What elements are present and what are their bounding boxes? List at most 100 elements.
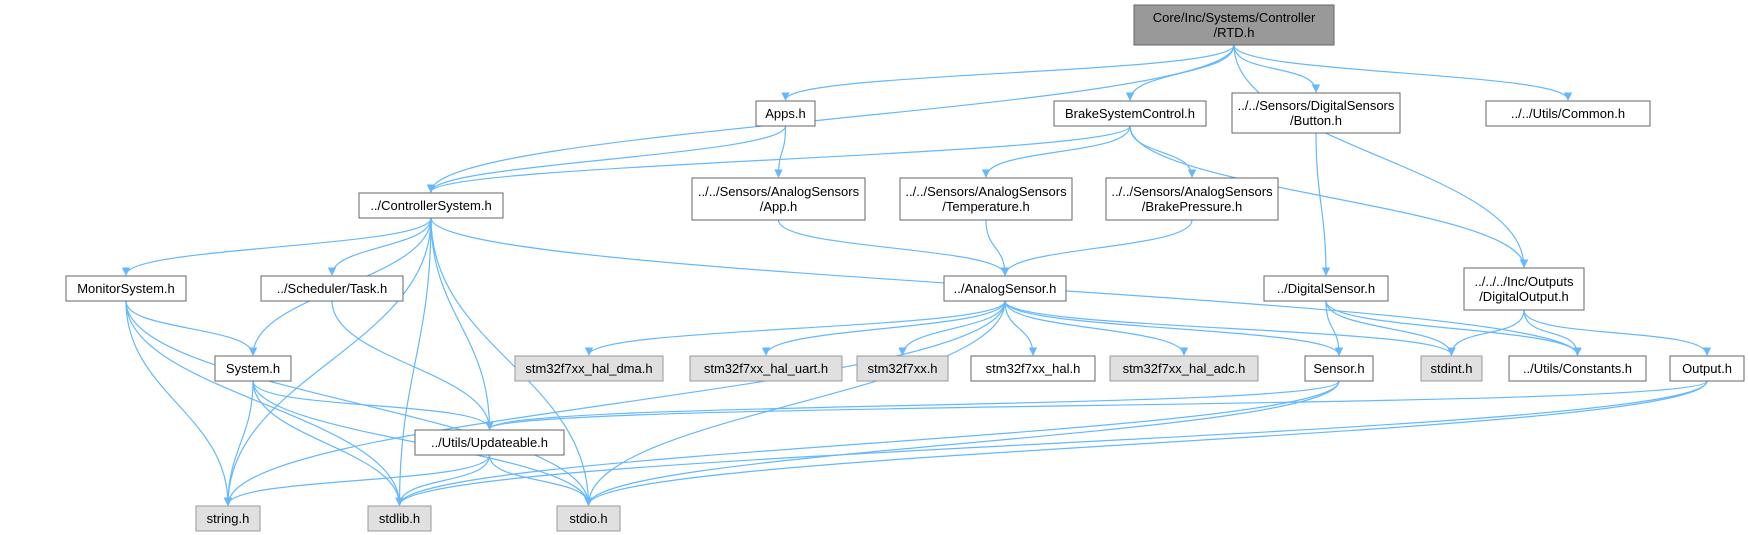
node-label: ../../Sensors/DigitalSensors [1238,98,1395,113]
node-label: ../Utils/Constants.h [1523,361,1632,376]
node-label: stm32f7xx_hal_dma.h [525,361,652,376]
edges-layer [121,44,1712,506]
node-label: stdint.h [1431,361,1473,376]
node-system[interactable]: System.h [214,355,292,382]
edge-brake_pressure-to-analog_sensor [1000,219,1193,276]
node-label: ../../Sensors/AnalogSensors [1111,184,1273,199]
node-hal_adc[interactable]: stm32f7xx_hal_adc.h [1109,355,1259,382]
edge-digital_output-to-output [1523,309,1712,356]
node-box [1231,92,1401,134]
node-rtd[interactable]: Core/Inc/Systems/Controller/RTD.h [1133,4,1335,46]
node-hal_dma[interactable]: stm32f7xx_hal_dma.h [514,355,664,382]
edge-analog_sensor-to-stm32f7xx [898,300,1006,356]
edge-digital_sensor-to-constants [1325,300,1582,356]
node-label: stm32f7xx.h [867,361,937,376]
edge-apps-to-controller_sys [426,125,787,193]
node-box [755,100,816,127]
node-box [899,177,1073,221]
edge-rtd-to-controller_sys [426,44,1235,193]
edge-controller_sys-to-stdio [430,217,593,506]
node-output[interactable]: Output.h [1669,355,1745,382]
node-brake_ctrl[interactable]: BrakeSystemControl.h [1053,100,1207,127]
node-hal_uart[interactable]: stm32f7xx_hal_uart.h [689,355,843,382]
node-stdio[interactable]: stdio.h [556,505,621,532]
node-box [856,355,949,382]
node-label: /App.h [760,199,798,214]
node-box [1669,355,1745,382]
edge-brake_ctrl-to-brake_pressure [1129,125,1197,178]
node-digital_sensor[interactable]: ../DigitalSensor.h [1263,275,1389,302]
node-sensor[interactable]: Sensor.h [1304,355,1374,382]
node-common[interactable]: ../../Utils/Common.h [1485,100,1651,127]
node-analog_sensor[interactable]: ../AnalogSensor.h [943,275,1067,302]
node-controller_sys[interactable]: ../ControllerSystem.h [358,192,504,219]
edge-system-to-updateable [252,380,494,430]
node-constants[interactable]: ../Utils/Constants.h [1508,355,1647,382]
node-label: Output.h [1682,361,1732,376]
edge-analog_sensor-to-stdint [1004,300,1456,356]
node-label: stm32f7xx_hal_adc.h [1123,361,1246,376]
node-box [414,429,565,456]
node-updateable[interactable]: ../Utils/Updateable.h [414,429,565,456]
edge-updateable-to-stdio [488,454,593,506]
node-label: ../../../Inc/Outputs [1475,274,1574,289]
node-box [195,505,261,532]
node-box [1109,355,1259,382]
edge-rtd-to-button [1233,44,1321,93]
node-label: Core/Inc/Systems/Controller [1153,10,1316,25]
node-stm32f7xx[interactable]: stm32f7xx.h [856,355,949,382]
node-label: stm32f7xx_hal.h [986,361,1081,376]
node-stdlib[interactable]: stdlib.h [367,505,432,532]
node-stm32f7xx_hal[interactable]: stm32f7xx_hal.h [970,355,1096,382]
edge-monitor_sys-to-string [125,300,233,506]
edge-brake_ctrl-to-controller_sys [426,125,1131,193]
node-label: /Button.h [1290,113,1342,128]
node-box [1053,100,1207,127]
edge-rtd-to-common [1233,44,1573,101]
node-label: stdlib.h [379,511,420,526]
node-label: Sensor.h [1313,361,1364,376]
node-stdint[interactable]: stdint.h [1420,355,1483,382]
node-box [1485,100,1651,127]
node-box [514,355,664,382]
node-box [689,355,843,382]
edge-sensor-to-stdlib [395,380,1340,506]
node-box [1304,355,1374,382]
edge-analog_sensor-to-stdio [584,300,1006,506]
node-temperature[interactable]: ../../Sensors/AnalogSensors/Temperature.… [899,177,1073,221]
node-label: ../Scheduler/Task.h [277,281,388,296]
node-label: ../../Sensors/AnalogSensors [698,184,860,199]
node-string[interactable]: string.h [195,505,261,532]
edge-analog_sensor-to-hal_adc [1004,300,1189,356]
node-task[interactable]: ../Scheduler/Task.h [260,275,404,302]
node-apps[interactable]: Apps.h [755,100,816,127]
edge-controller_sys-to-updateable [430,217,494,430]
edge-analog_sensor-to-string [223,300,1006,506]
node-label: /BrakePressure.h [1142,199,1242,214]
node-app[interactable]: ../../Sensors/AnalogSensors/App.h [691,177,866,221]
node-box [358,192,504,219]
edge-digital_output-to-stdint [1447,309,1525,356]
edge-apps-to-app [774,125,787,178]
node-monitor_sys[interactable]: MonitorSystem.h [65,275,187,302]
node-digital_output[interactable]: ../../../Inc/Outputs/DigitalOutput.h [1463,267,1585,311]
node-label: /Temperature.h [942,199,1029,214]
node-box [1105,177,1279,221]
node-box [1508,355,1647,382]
node-label: BrakeSystemControl.h [1065,106,1195,121]
edge-brake_ctrl-to-temperature [981,125,1131,178]
edge-controller_sys-to-task [327,217,432,276]
node-button[interactable]: ../../Sensors/DigitalSensors/Button.h [1231,92,1401,134]
edge-sensor-to-stdio [584,380,1340,506]
node-label: System.h [226,361,280,376]
edge-rtd-to-digital_output [1233,44,1529,268]
node-label: ../DigitalSensor.h [1277,281,1375,296]
node-brake_pressure[interactable]: ../../Sensors/AnalogSensors/BrakePressur… [1105,177,1279,221]
node-label: MonitorSystem.h [77,281,175,296]
node-box [970,355,1096,382]
edge-digital_sensor-to-stdint [1325,300,1456,356]
edge-analog_sensor-to-sensor [1004,300,1344,356]
node-box [691,177,866,221]
edge-output-to-stdio [584,380,1708,506]
